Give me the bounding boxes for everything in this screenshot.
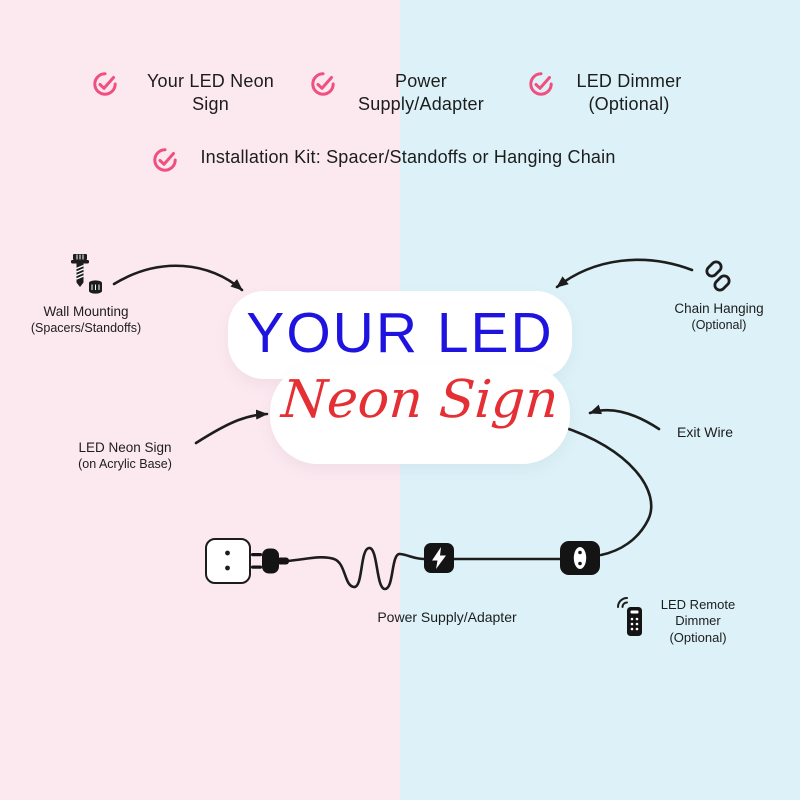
wall-socket-icon: [205, 538, 251, 584]
sign-text-neon-sign: Neon Sign: [279, 370, 561, 430]
dimmer-switch-icon: [560, 541, 600, 575]
checklist-label: LED Dimmer (Optional): [576, 71, 682, 115]
led-neon-sign-label: LED Neon Sign (on Acrylic Base): [78, 440, 172, 471]
check-icon: [92, 71, 118, 102]
checklist-item-installation-kit: Installation Kit: Spacer/Standoffs or Ha…: [152, 146, 628, 178]
checklist-item-dimmer: LED Dimmer (Optional): [528, 70, 694, 117]
checklist-item-neon-sign: Your LED Neon Sign: [92, 70, 293, 117]
remote-control-icon: [614, 594, 650, 645]
power-plug-icon: [251, 546, 289, 581]
power-adapter-icon: [424, 543, 454, 573]
checklist-item-power-supply: Power Supply/Adapter: [310, 70, 496, 117]
check-icon: [310, 71, 336, 102]
acrylic-base-bottom: [270, 364, 570, 464]
check-icon: [152, 147, 178, 178]
screw-icon: [64, 252, 108, 301]
check-icon: [528, 71, 554, 102]
power-supply-label: Power Supply/Adapter: [377, 609, 517, 625]
checklist-label: Installation Kit: Spacer/Standoffs or Ha…: [200, 147, 616, 167]
checklist-label: Your LED Neon Sign: [146, 71, 275, 115]
wall-mounting-label: Wall Mounting (Spacers/Standoffs): [30, 304, 142, 335]
remote-dimmer-label: LED Remote Dimmer (Optional): [660, 597, 736, 645]
exit-wire-label: Exit Wire: [677, 424, 733, 440]
chain-hanging-label: Chain Hanging (Optional): [674, 301, 764, 332]
sign-text-your-led: YOUR LED: [246, 301, 554, 365]
chain-link-icon: [700, 258, 736, 299]
checklist-label: Power Supply/Adapter: [358, 71, 484, 115]
